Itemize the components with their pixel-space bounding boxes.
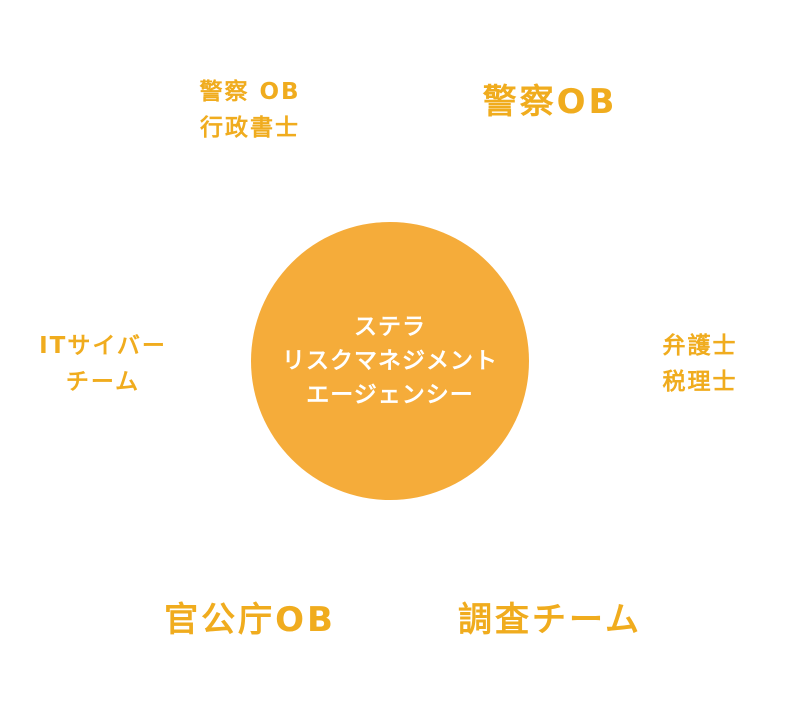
node-line: 税理士 bbox=[662, 369, 738, 395]
node-government-ob: 官公庁OB bbox=[150, 598, 350, 642]
node-it-cyber-team: ITサイバー チーム bbox=[18, 328, 188, 400]
node-label: 警察OB bbox=[482, 82, 618, 122]
node-lawyer-tax-accountant: 弁護士 税理士 bbox=[630, 328, 770, 400]
center-line-3: エージェンシー bbox=[306, 382, 474, 408]
node-line: 行政書士 bbox=[200, 115, 300, 141]
node-police-ob: 警察OB bbox=[460, 80, 640, 124]
node-line: 警察 OB bbox=[199, 79, 301, 105]
center-circle: ステラ リスクマネジメント エージェンシー bbox=[251, 222, 529, 500]
center-line-2: リスクマネジメント bbox=[282, 348, 498, 374]
node-line: チーム bbox=[65, 369, 141, 395]
node-research-team: 調査チーム bbox=[440, 598, 660, 642]
node-label: 官公庁OB bbox=[164, 600, 336, 640]
node-police-ob-scrivener: 警察 OB 行政書士 bbox=[170, 74, 330, 146]
node-label: 調査チーム bbox=[458, 600, 642, 640]
node-line: 弁護士 bbox=[662, 333, 738, 359]
center-line-1: ステラ bbox=[354, 314, 426, 340]
node-line: ITサイバー bbox=[39, 333, 167, 359]
